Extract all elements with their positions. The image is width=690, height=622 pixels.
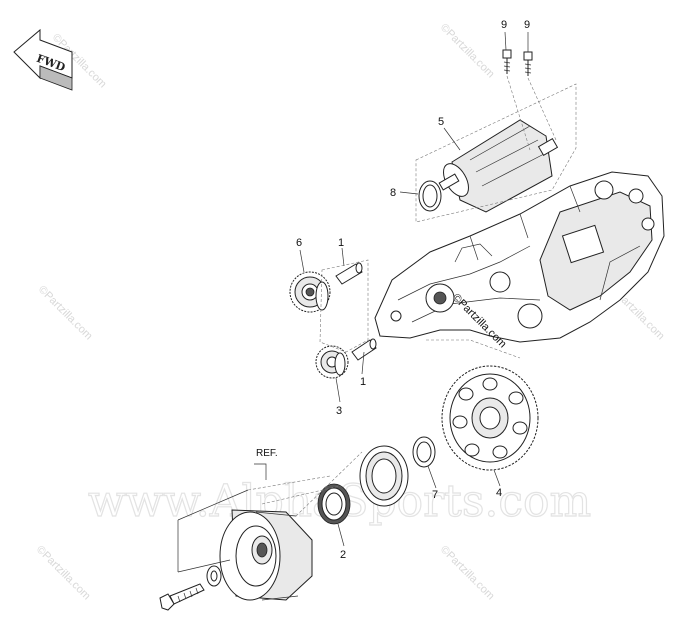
callout-labels: 9 9 5 8 6 1 1 3 7 4 2 REF.: [256, 19, 530, 561]
flywheel-bolt: [159, 583, 205, 611]
callout-9a: 9: [501, 19, 507, 31]
bolt-9b: [523, 51, 533, 76]
callout-1b: 1: [360, 376, 366, 388]
starter-assembly-outline: [415, 83, 577, 223]
bolt-9a: [502, 49, 512, 74]
gear-6: [289, 271, 331, 313]
washer-7: [412, 436, 436, 468]
starter-motor: [438, 119, 559, 213]
gear-group-outline: [319, 259, 369, 353]
callout-9b: 9: [524, 19, 530, 31]
watermark-bottom-mid: ©Partzilla.com: [438, 544, 497, 603]
flywheel-washer: [206, 565, 222, 587]
crankcase: [374, 171, 665, 343]
ref-label: REF.: [256, 448, 278, 459]
callout-7: 7: [432, 489, 438, 501]
shaft-1b: [351, 338, 377, 361]
shaft-1a: [335, 262, 363, 285]
callout-2: 2: [340, 549, 346, 561]
leader-lines: [299, 31, 529, 547]
callout-5: 5: [438, 116, 444, 128]
one-way-clutch-2: [317, 483, 351, 525]
callout-3: 3: [336, 405, 342, 417]
o-ring-8: [418, 180, 442, 212]
watermark-top-right: ©Partzilla.com: [438, 22, 497, 81]
watermark-bottom-left: ©Partzilla.com: [34, 544, 93, 603]
ref-bracket: [177, 463, 267, 573]
callout-8: 8: [390, 187, 396, 199]
forward-arrow-icon: FWD: [13, 28, 73, 91]
seal-housing: [359, 445, 409, 507]
ring-gear-holes: [452, 377, 528, 459]
ring-gear-4: [441, 365, 539, 471]
callout-1a: 1: [338, 237, 344, 249]
callout-4: 4: [496, 487, 502, 499]
callout-6: 6: [296, 237, 302, 249]
watermark-mid-left: ©Partzilla.com: [36, 284, 95, 343]
gear-3: [315, 345, 349, 379]
flywheel: [219, 509, 313, 601]
